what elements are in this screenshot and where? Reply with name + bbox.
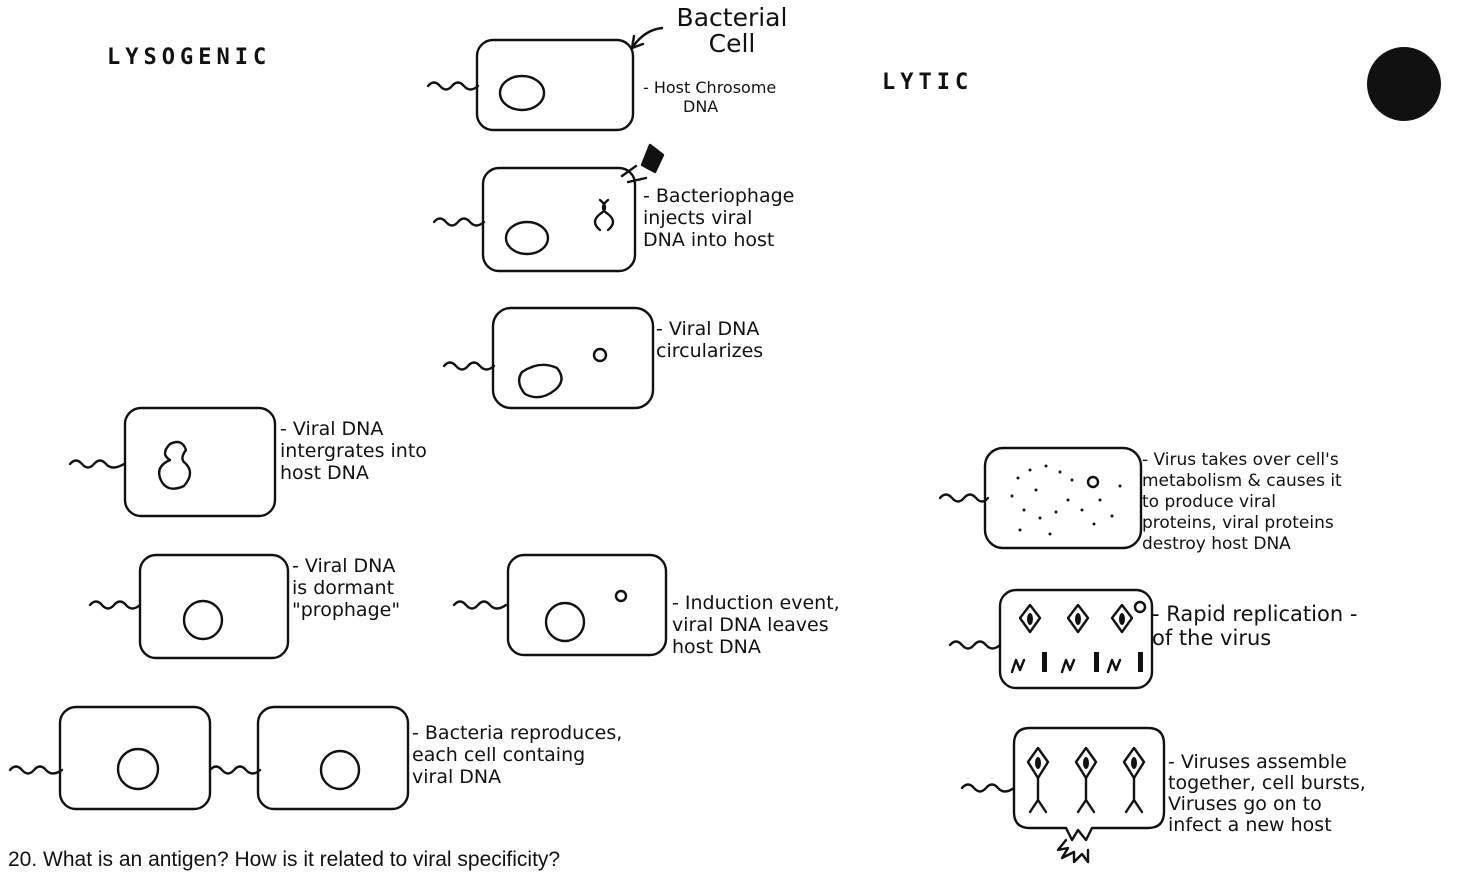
daughter-cell-left	[10, 707, 210, 809]
bacteriophage-head-icon	[642, 145, 663, 172]
replication-cell	[950, 590, 1152, 688]
step-assemble: - Viruses assemble together, cell bursts…	[1168, 752, 1366, 836]
hole-punch-dot	[1367, 47, 1441, 121]
step-takeover: - Virus takes over cell's metabolism & c…	[1142, 450, 1342, 555]
step-inject: - Bacteriophage injects viral DNA into h…	[643, 185, 794, 251]
step-host-dna: - Host Chrosome DNA	[643, 78, 776, 116]
burst-cell	[962, 728, 1164, 862]
integrate-cell	[70, 408, 275, 516]
prophage-cell	[90, 555, 288, 658]
bacterial-cell	[428, 40, 633, 130]
step-replicate: - Rapid replication - of the virus	[1152, 602, 1357, 650]
daughter-cell-right	[210, 707, 408, 809]
lysogenic-heading: LYSOGENIC	[107, 45, 271, 70]
induction-cell	[454, 555, 666, 655]
arrow-to-cell	[632, 28, 662, 48]
bacterial-cell-label: Bacterial Cell	[662, 5, 802, 57]
lytic-heading: LYTIC	[882, 70, 973, 95]
infected-cell	[434, 166, 646, 271]
step-circularize: - Viral DNA circularizes	[656, 318, 763, 362]
step-dormant: - Viral DNA is dormant "prophage"	[292, 555, 400, 621]
step-integrate: - Viral DNA intergrates into host DNA	[280, 418, 427, 484]
step-induction: - Induction event, viral DNA leaves host…	[672, 592, 840, 658]
circularize-cell	[444, 308, 653, 408]
question-text: 20. What is an antigen? How is it relate…	[8, 848, 560, 872]
takeover-cell	[940, 448, 1141, 548]
step-reproduce: - Bacteria reproduces, each cell contain…	[412, 722, 622, 788]
